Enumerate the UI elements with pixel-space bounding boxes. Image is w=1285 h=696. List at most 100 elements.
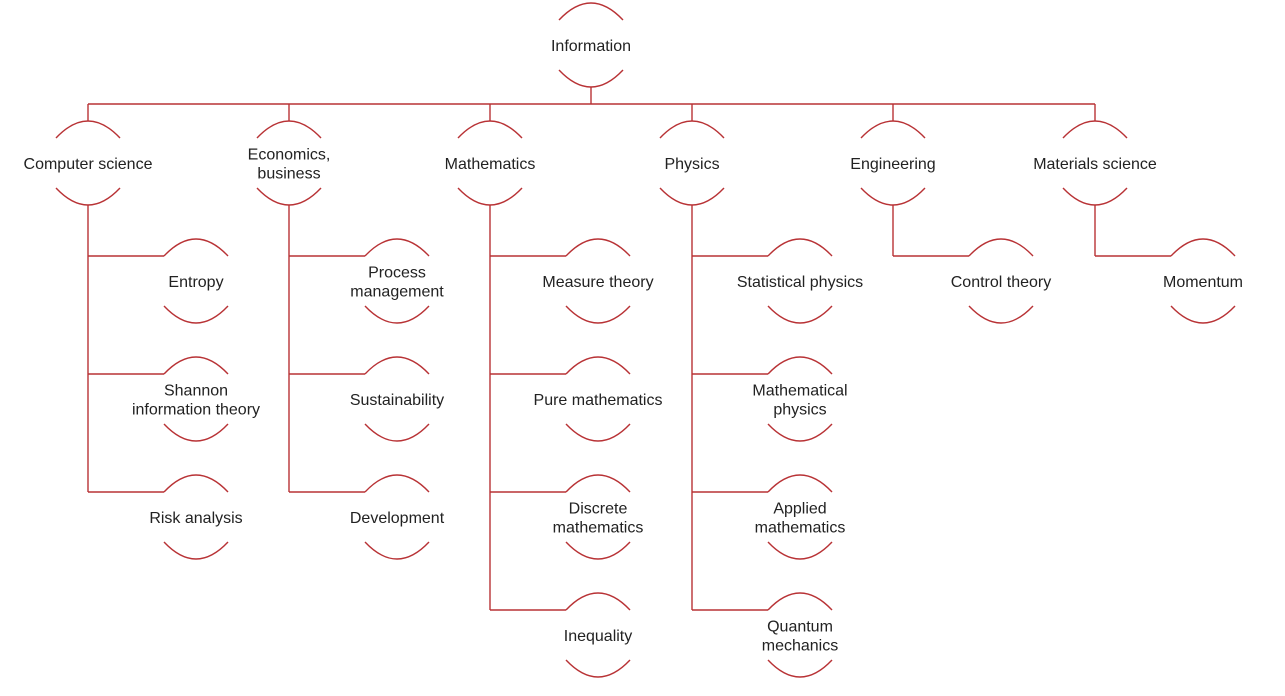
- node-control-theory: Control theory: [951, 238, 1052, 324]
- node-label: Quantum: [767, 619, 833, 636]
- node-label: physics: [773, 402, 826, 419]
- node-bottom-arc: [767, 305, 833, 324]
- node-top-arc: [565, 474, 631, 493]
- node-top-arc: [364, 356, 430, 375]
- node-label: business: [257, 166, 320, 183]
- node-label: Development: [350, 510, 445, 527]
- node-bottom-arc: [364, 423, 430, 442]
- node-label: Mathematical: [752, 383, 847, 400]
- node-label: Engineering: [850, 156, 935, 173]
- node-top-arc: [55, 120, 121, 139]
- node-label: Control theory: [951, 274, 1052, 291]
- node-momentum: Momentum: [1163, 238, 1243, 324]
- node-physics: Physics: [659, 120, 725, 206]
- node-top-arc: [659, 120, 725, 139]
- node-bottom-arc: [256, 187, 322, 206]
- node-materials-science: Materials science: [1033, 120, 1157, 206]
- node-bottom-arc: [364, 305, 430, 324]
- node-pure-mathematics: Pure mathematics: [534, 356, 663, 442]
- node-top-arc: [767, 238, 833, 257]
- node-label: Measure theory: [542, 274, 653, 291]
- node-top-arc: [163, 238, 229, 257]
- node-bottom-arc: [565, 659, 631, 678]
- node-label: management: [350, 284, 444, 301]
- node-top-arc: [457, 120, 523, 139]
- node-root: Information: [551, 2, 631, 88]
- node-measure-theory: Measure theory: [542, 238, 654, 324]
- node-bottom-arc: [767, 659, 833, 678]
- node-engineering: Engineering: [850, 120, 936, 206]
- node-top-arc: [1062, 120, 1128, 139]
- node-bottom-arc: [558, 69, 624, 88]
- node-top-arc: [860, 120, 926, 139]
- node-bottom-arc: [1062, 187, 1128, 206]
- node-label: Economics,: [248, 147, 331, 164]
- node-label: Sustainability: [350, 392, 444, 409]
- node-bottom-arc: [1170, 305, 1236, 324]
- node-top-arc: [558, 2, 624, 21]
- node-top-arc: [364, 474, 430, 493]
- node-bottom-arc: [767, 423, 833, 442]
- node-label: Discrete: [569, 501, 628, 518]
- node-bottom-arc: [457, 187, 523, 206]
- node-top-arc: [565, 592, 631, 611]
- node-applied-mathematics: Applied mathematics: [755, 474, 846, 560]
- node-label: mechanics: [762, 638, 838, 655]
- node-top-arc: [256, 120, 322, 139]
- node-top-arc: [968, 238, 1034, 257]
- node-label: Risk analysis: [149, 510, 242, 527]
- connectors: [87, 87, 1171, 611]
- node-economics-business: Economics, business: [248, 120, 331, 206]
- node-computer-science: Computer science: [24, 120, 153, 206]
- node-bottom-arc: [659, 187, 725, 206]
- node-discrete-mathematics: Discrete mathematics: [553, 474, 644, 560]
- node-label: Computer science: [24, 156, 153, 173]
- node-label: Materials science: [1033, 156, 1157, 173]
- node-label: Applied: [773, 501, 826, 518]
- node-mathematics: Mathematics: [445, 120, 536, 206]
- node-bottom-arc: [163, 305, 229, 324]
- node-bottom-arc: [860, 187, 926, 206]
- node-mathematical-physics: Mathematical physics: [752, 356, 848, 442]
- node-shannon-information-theory: Shannon information theory: [132, 356, 260, 442]
- node-entropy: Entropy: [163, 238, 229, 324]
- node-top-arc: [767, 474, 833, 493]
- node-top-arc: [1170, 238, 1236, 257]
- node-label: Statistical physics: [737, 274, 863, 291]
- node-risk-analysis: Risk analysis: [149, 474, 243, 560]
- node-label: Momentum: [1163, 274, 1243, 291]
- node-development: Development: [350, 474, 445, 560]
- node-label: information theory: [132, 402, 260, 419]
- node-bottom-arc: [364, 541, 430, 560]
- node-bottom-arc: [565, 305, 631, 324]
- node-top-arc: [767, 356, 833, 375]
- node-bottom-arc: [565, 423, 631, 442]
- node-bottom-arc: [565, 541, 631, 560]
- node-bottom-arc: [163, 541, 229, 560]
- node-sustainability: Sustainability: [350, 356, 444, 442]
- node-top-arc: [767, 592, 833, 611]
- node-label: mathematics: [553, 520, 644, 537]
- node-label: Entropy: [168, 274, 223, 291]
- node-label: Physics: [664, 156, 719, 173]
- node-top-arc: [364, 238, 430, 257]
- node-label: Process: [368, 265, 426, 282]
- node-label: Pure mathematics: [534, 392, 663, 409]
- node-top-arc: [565, 238, 631, 257]
- node-top-arc: [163, 474, 229, 493]
- node-label: Information: [551, 38, 631, 55]
- node-bottom-arc: [55, 187, 121, 206]
- node-bottom-arc: [968, 305, 1034, 324]
- node-inequality: Inequality: [564, 592, 633, 678]
- node-process-management: Process management: [350, 238, 444, 324]
- node-top-arc: [163, 356, 229, 375]
- node-label: mathematics: [755, 520, 846, 537]
- node-statistical-physics: Statistical physics: [737, 238, 863, 324]
- node-label: Shannon: [164, 383, 228, 400]
- node-bottom-arc: [163, 423, 229, 442]
- node-label: Inequality: [564, 628, 633, 645]
- node-bottom-arc: [767, 541, 833, 560]
- node-label: Mathematics: [445, 156, 536, 173]
